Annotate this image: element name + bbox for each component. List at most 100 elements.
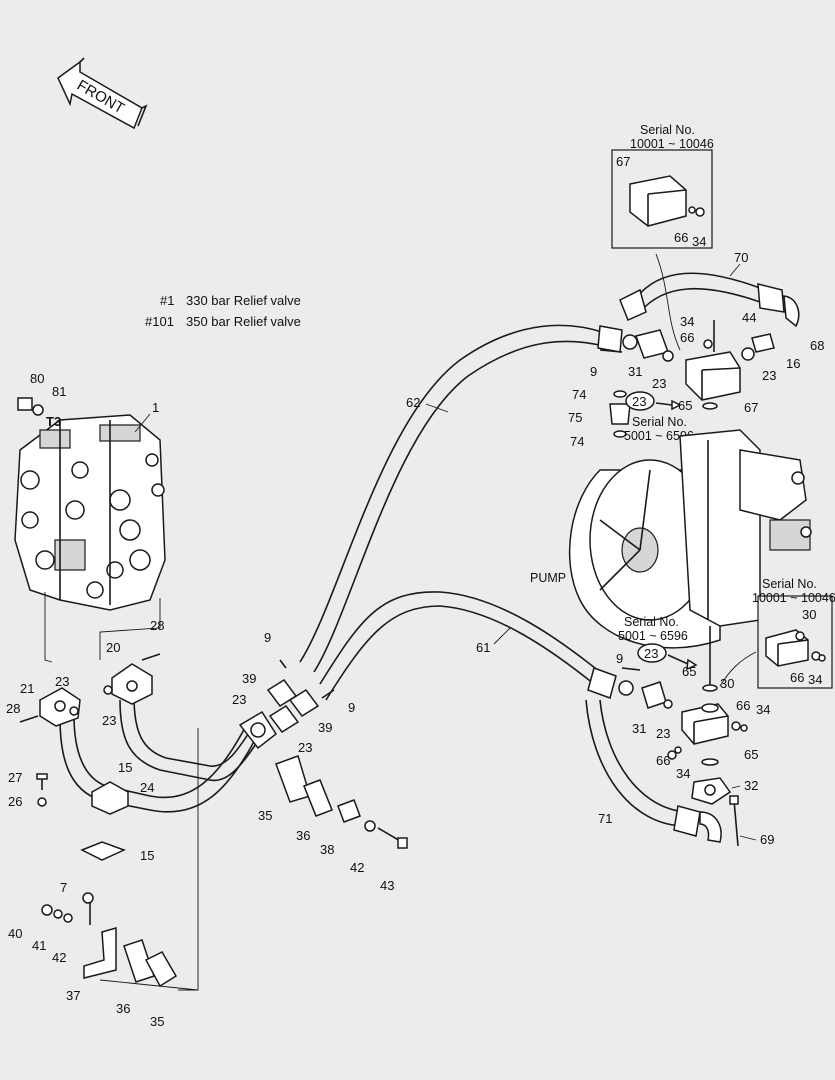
callout-23e: 23 — [762, 368, 776, 383]
callout-23a: 23 — [55, 674, 69, 689]
callout-23i: 23 — [656, 726, 670, 741]
callout-38: 38 — [320, 842, 334, 857]
callout-35b: 35 — [258, 808, 272, 823]
hose-61 — [319, 591, 634, 701]
callout-61: 61 — [476, 640, 490, 655]
callout-32: 32 — [744, 778, 758, 793]
hose-62 — [299, 324, 638, 673]
port-t3-label: T3 — [46, 414, 61, 429]
callout-75: 75 — [568, 410, 582, 425]
callout-66c: 66 — [790, 670, 804, 685]
callout-16: 16 — [786, 356, 800, 371]
pump-label: PUMP — [530, 571, 566, 585]
fitting-75 — [609, 390, 718, 438]
plug-80 — [17, 397, 44, 416]
callout-66a: 66 — [674, 230, 688, 245]
main-control-valve — [14, 414, 166, 611]
callout-9a: 9 — [264, 630, 271, 645]
callout-30b: 30 — [720, 676, 734, 691]
callout-34e: 34 — [676, 766, 690, 781]
serial-range-top: 10001 ~ 10046 — [630, 137, 714, 151]
serial-title-lower-pump: Serial No. — [624, 615, 679, 629]
callout-23f: 23 — [652, 376, 666, 391]
hose-70 — [619, 272, 800, 328]
callout-27: 27 — [8, 770, 22, 785]
serial-title-right: Serial No. — [762, 577, 817, 591]
callout-43: 43 — [380, 878, 394, 893]
callout-31a: 31 — [628, 364, 642, 379]
callout-39b: 39 — [318, 720, 332, 735]
legend-code-1: #1 — [160, 293, 174, 308]
inset-serial-right — [719, 595, 833, 689]
serial-title-top: Serial No. — [640, 123, 695, 137]
callout-74b: 74 — [570, 434, 584, 449]
callout-34a: 34 — [692, 234, 706, 249]
callout-9d: 9 — [616, 651, 623, 666]
callout-9b: 9 — [348, 700, 355, 715]
callout-65c: 65 — [744, 747, 758, 762]
hose-fittings-cluster — [266, 659, 408, 849]
callout-81: 81 — [52, 384, 66, 399]
callout-66b: 66 — [680, 330, 694, 345]
callout-65b: 65 — [682, 664, 696, 679]
callout-20: 20 — [106, 640, 120, 655]
callout-15b: 15 — [140, 848, 154, 863]
callout-23c: 23 — [232, 692, 246, 707]
hose-71 — [585, 699, 722, 843]
legend-text-101: 350 bar Relief valve — [186, 314, 301, 329]
callout-9c: 9 — [590, 364, 597, 379]
callout-41: 41 — [32, 938, 46, 953]
callout-24: 24 — [140, 780, 154, 795]
callout-31b: 31 — [632, 721, 646, 736]
serial-range-lower-pump: 5001 ~ 6596 — [618, 629, 688, 643]
front-direction-arrow: FRONT — [57, 57, 148, 130]
callout-36a: 36 — [116, 1001, 130, 1016]
callout-40: 40 — [8, 926, 22, 941]
callout-1: 1 — [152, 400, 159, 415]
callout-23b: 23 — [102, 713, 116, 728]
legend-code-101: #101 — [145, 314, 174, 329]
callout-67a: 67 — [616, 154, 630, 169]
callout-21: 21 — [20, 681, 34, 696]
callout-35a: 35 — [150, 1014, 164, 1029]
valve-block-30 — [621, 626, 748, 847]
callout-44: 44 — [742, 310, 756, 325]
callout-69: 69 — [760, 832, 774, 847]
callout-30a: 30 — [802, 607, 816, 622]
bracket-37 — [82, 892, 178, 988]
serial-title-upper-pump: Serial No. — [632, 415, 687, 429]
callout-66e: 66 — [656, 753, 670, 768]
legend-text-1: 330 bar Relief valve — [186, 293, 301, 308]
callout-15a: 15 — [118, 760, 132, 775]
callout-36b: 36 — [296, 828, 310, 843]
callout-65a: 65 — [678, 398, 692, 413]
callout-28b: 28 — [150, 618, 164, 633]
callout-34c: 34 — [808, 672, 822, 687]
callout-67b: 67 — [744, 400, 758, 415]
callout-62: 62 — [406, 395, 420, 410]
callout-23h: 23 — [644, 646, 658, 661]
callout-42a: 42 — [52, 950, 66, 965]
callout-23d: 23 — [298, 740, 312, 755]
callout-7: 7 — [60, 880, 67, 895]
callout-74a: 74 — [572, 387, 586, 402]
return-pipe-assembly — [39, 663, 277, 861]
callout-66d: 66 — [736, 698, 750, 713]
serial-range-right: 10001 ~ 10046 — [752, 591, 835, 605]
callout-80: 80 — [30, 371, 44, 386]
callout-34d: 34 — [756, 702, 770, 717]
callout-39a: 39 — [242, 671, 256, 686]
callout-42b: 42 — [350, 860, 364, 875]
callout-71: 71 — [598, 811, 612, 826]
valve-block-67 — [599, 320, 775, 401]
hydraulic-pump — [568, 429, 812, 649]
callout-26: 26 — [8, 794, 22, 809]
serial-range-upper-pump: 5001 ~ 6596 — [624, 429, 694, 443]
inset-serial-top — [611, 149, 713, 351]
callout-23g: 23 — [632, 394, 646, 409]
callout-34b: 34 — [680, 314, 694, 329]
callout-28a: 28 — [6, 701, 20, 716]
callout-70: 70 — [734, 250, 748, 265]
callout-37: 37 — [66, 988, 80, 1003]
